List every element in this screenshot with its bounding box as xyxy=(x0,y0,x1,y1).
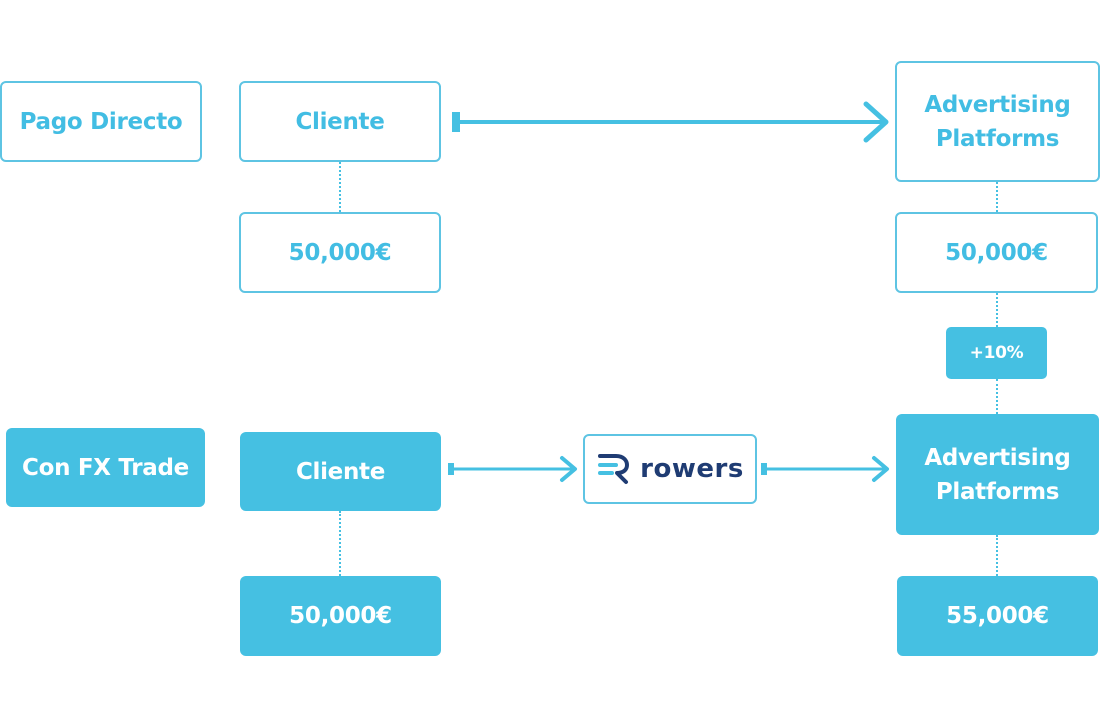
direct-platform-box: Advertising Platforms xyxy=(895,61,1100,182)
direct-client-amount-connector xyxy=(339,162,341,212)
direct-platform-amount-connector xyxy=(996,182,998,212)
fx-client-amount-connector xyxy=(339,511,341,576)
fx-trade-label: Con FX Trade xyxy=(6,428,205,507)
markup-text: +10% xyxy=(969,343,1024,363)
fx-platform-line1: Advertising xyxy=(924,444,1071,471)
fx-client-text: Cliente xyxy=(295,458,386,485)
fx-client-box: Cliente xyxy=(240,432,441,511)
fx-client-amount-box: 50,000€ xyxy=(240,576,441,656)
direct-platform-amount-box: 50,000€ xyxy=(895,212,1098,293)
fx-platform-amount-connector xyxy=(996,535,998,576)
rowers-logo-text: rowers xyxy=(640,454,744,484)
fx-trade-label-text: Con FX Trade xyxy=(21,454,189,481)
fx-platform-amount-box: 55,000€ xyxy=(897,576,1098,656)
fx-client-amount: 50,000€ xyxy=(289,603,392,629)
direct-platform-line1: Advertising xyxy=(924,91,1071,118)
rowers-logo-icon xyxy=(596,452,632,486)
fx-platform-line2: Platforms xyxy=(935,478,1060,505)
direct-platform-line2: Platforms xyxy=(935,125,1060,152)
fx-rowers-to-platforms-arrow xyxy=(761,456,889,482)
direct-platform-amount: 50,000€ xyxy=(945,239,1048,266)
direct-client-box: Cliente xyxy=(239,81,441,162)
direct-platform-markup-connector xyxy=(996,293,998,327)
fx-platform-box: Advertising Platforms xyxy=(896,414,1099,535)
direct-client-amount-box: 50,000€ xyxy=(239,212,441,293)
direct-payment-label: Pago Directo xyxy=(0,81,202,162)
fx-client-to-rowers-arrow xyxy=(448,456,577,482)
rowers-logo-box: rowers xyxy=(583,434,757,504)
direct-payment-label-text: Pago Directo xyxy=(19,108,183,135)
markup-fx-platform-connector xyxy=(996,379,998,414)
direct-client-amount: 50,000€ xyxy=(288,239,392,266)
direct-payment-arrow xyxy=(452,101,889,143)
markup-badge: +10% xyxy=(946,327,1047,379)
fx-platform-amount: 55,000€ xyxy=(946,603,1049,629)
direct-client-text: Cliente xyxy=(295,108,385,135)
